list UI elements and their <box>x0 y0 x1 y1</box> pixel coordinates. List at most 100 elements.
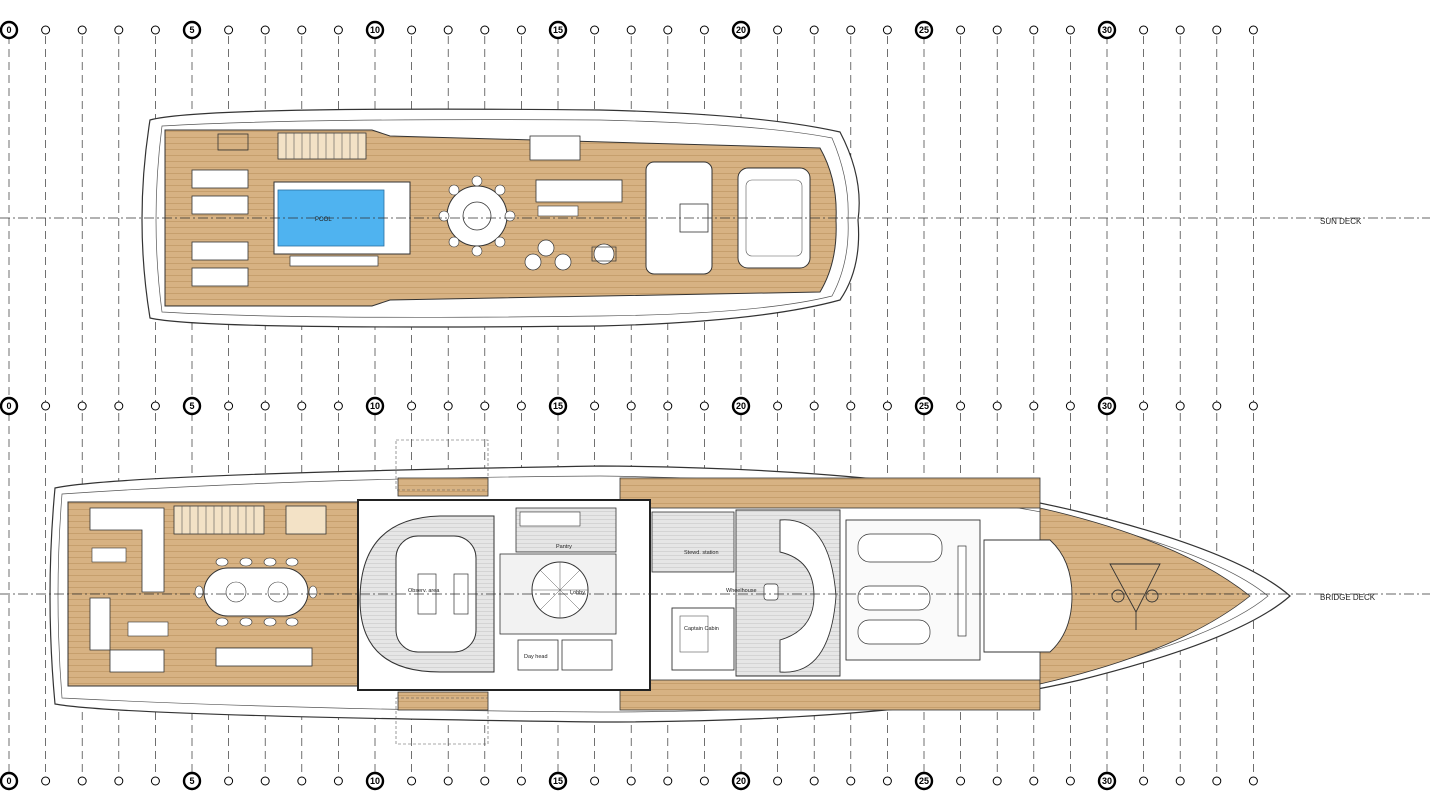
frame-marker <box>1139 401 1149 411</box>
frame-marker <box>297 25 307 35</box>
frame-number: 15 <box>553 25 563 35</box>
frame-marker <box>992 776 1002 786</box>
sun-deck-inner-hull <box>155 119 849 318</box>
sun-deck-stairs-port <box>277 132 367 160</box>
bridge-dining-lazy-susan-2 <box>267 581 289 603</box>
captain-cabin-label: Captain Cabin <box>684 626 719 632</box>
frame-marker <box>846 25 856 35</box>
frame-marker <box>1065 776 1075 786</box>
bridge-dining-lazy-susan-1 <box>225 581 247 603</box>
frame-number: 25 <box>919 776 929 786</box>
lobby-label: Lobby <box>570 590 585 596</box>
bridge-deck-label: BRIDGE DECK <box>1320 593 1376 602</box>
sun-deck-hatch <box>217 133 249 151</box>
aft-service-room <box>561 639 613 671</box>
foredeck-sunpad <box>983 539 1073 653</box>
frame-marker <box>260 25 270 35</box>
frame-marker <box>77 776 87 786</box>
frame-marker-major <box>182 396 202 416</box>
frame-marker <box>516 25 526 35</box>
bridge-side-table-1 <box>91 547 127 563</box>
pantry-label: Pantry <box>556 544 572 550</box>
observation-area-label: Observ. area <box>408 588 440 594</box>
frame-marker <box>809 25 819 35</box>
frame-marker <box>590 776 600 786</box>
sun-bar-counter <box>535 179 623 203</box>
frame-marker <box>114 25 124 35</box>
stewards-station-label: Stewd. station <box>684 550 719 556</box>
frame-marker <box>150 776 160 786</box>
frame-marker-major <box>0 396 19 416</box>
frame-marker <box>224 25 234 35</box>
frame-marker-major <box>548 396 568 416</box>
frame-marker-major <box>182 20 202 40</box>
frame-marker <box>224 776 234 786</box>
bridge-aft-stairs-port <box>173 505 265 535</box>
frame-marker <box>443 776 453 786</box>
anchor-windlass <box>1109 563 1161 630</box>
frame-marker <box>1248 401 1258 411</box>
frame-marker <box>699 401 709 411</box>
frame-marker <box>333 776 343 786</box>
gangway-outline-stbd <box>395 697 489 745</box>
frame-marker <box>41 401 51 411</box>
frame-marker <box>882 25 892 35</box>
bridge-deck-inner-hull <box>57 475 1269 713</box>
frame-marker <box>956 776 966 786</box>
frame-marker <box>260 776 270 786</box>
frame-marker <box>773 776 783 786</box>
frame-marker <box>224 401 234 411</box>
frame-marker <box>699 25 709 35</box>
frame-marker <box>590 25 600 35</box>
frame-marker-major <box>1097 20 1117 40</box>
frame-marker-major <box>365 771 385 791</box>
frame-number: 0 <box>6 776 11 786</box>
frame-marker <box>1139 25 1149 35</box>
frame-marker-major <box>548 771 568 791</box>
frame-number: 0 <box>6 401 11 411</box>
frame-marker <box>809 776 819 786</box>
frame-marker <box>1029 776 1039 786</box>
frame-marker-major <box>1097 771 1117 791</box>
frame-marker <box>77 401 87 411</box>
frame-marker <box>114 776 124 786</box>
sun-loungers <box>191 169 249 287</box>
pool-label: POOL <box>315 217 332 223</box>
frame-marker <box>480 776 490 786</box>
pantry-counter <box>519 511 581 527</box>
frame-marker-major <box>0 771 19 791</box>
frame-marker <box>992 25 1002 35</box>
frame-marker-major <box>0 20 19 40</box>
bridge-deck: Observ. area Lobby Pantry Day head Stewd… <box>0 439 1430 745</box>
frame-marker-major <box>731 771 751 791</box>
frame-number: 30 <box>1102 776 1112 786</box>
frame-marker <box>846 776 856 786</box>
frame-marker <box>480 401 490 411</box>
frame-marker <box>407 25 417 35</box>
helm-chair <box>763 583 779 601</box>
frame-marker <box>260 401 270 411</box>
frame-marker <box>1175 25 1185 35</box>
frame-marker <box>407 401 417 411</box>
frame-marker <box>663 401 673 411</box>
tender-crane-rail <box>957 545 967 637</box>
frame-marker <box>1175 776 1185 786</box>
frame-marker <box>809 401 819 411</box>
frame-marker <box>1065 25 1075 35</box>
bridge-stbd-walkway <box>397 691 489 711</box>
frame-marker <box>150 25 160 35</box>
frame-number: 25 <box>919 25 929 35</box>
frame-marker-major <box>365 20 385 40</box>
frame-number: 20 <box>736 776 746 786</box>
frame-number: 10 <box>370 25 380 35</box>
sun-bar-stairs <box>529 135 581 161</box>
frame-marker <box>882 776 892 786</box>
lobby-spiral-treads <box>532 562 588 618</box>
frame-marker <box>41 25 51 35</box>
bridge-foredeck-teak <box>1039 507 1251 685</box>
frame-marker <box>663 25 673 35</box>
frame-number: 5 <box>189 776 194 786</box>
frame-marker <box>114 401 124 411</box>
